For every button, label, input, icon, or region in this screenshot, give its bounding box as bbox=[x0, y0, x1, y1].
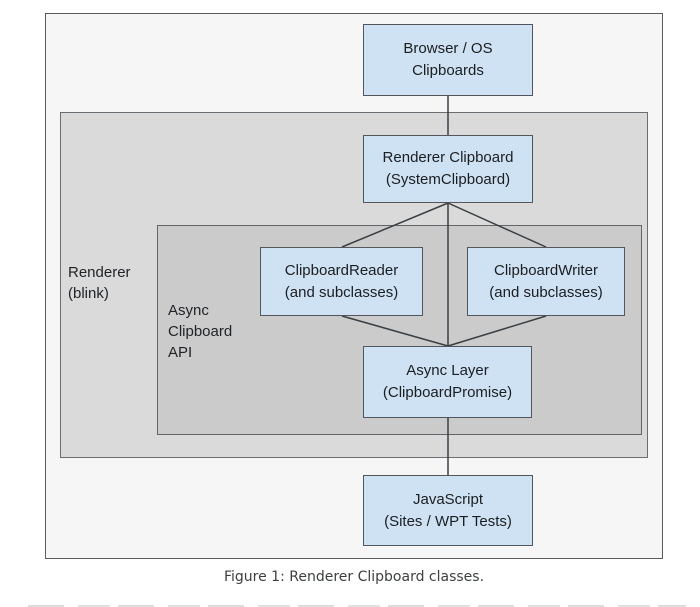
cutoff-text-strip bbox=[28, 605, 686, 607]
node-javascript: JavaScript (Sites / WPT Tests) bbox=[363, 475, 533, 546]
node-clipboard-writer: ClipboardWriter (and subclasses) bbox=[467, 247, 625, 316]
group-renderer-blink-label: Renderer (blink) bbox=[68, 264, 131, 302]
node-clipboard-reader: ClipboardReader (and subclasses) bbox=[260, 247, 423, 316]
node-browser-os-clipboards: Browser / OS Clipboards bbox=[363, 24, 533, 96]
figure-caption: Figure 1: Renderer Clipboard classes. bbox=[223, 569, 485, 585]
group-async-clipboard-api-label: Async Clipboard API bbox=[168, 302, 233, 361]
node-renderer-clipboard: Renderer Clipboard (SystemClipboard) bbox=[363, 135, 533, 203]
node-async-layer: Async Layer (ClipboardPromise) bbox=[363, 346, 532, 418]
